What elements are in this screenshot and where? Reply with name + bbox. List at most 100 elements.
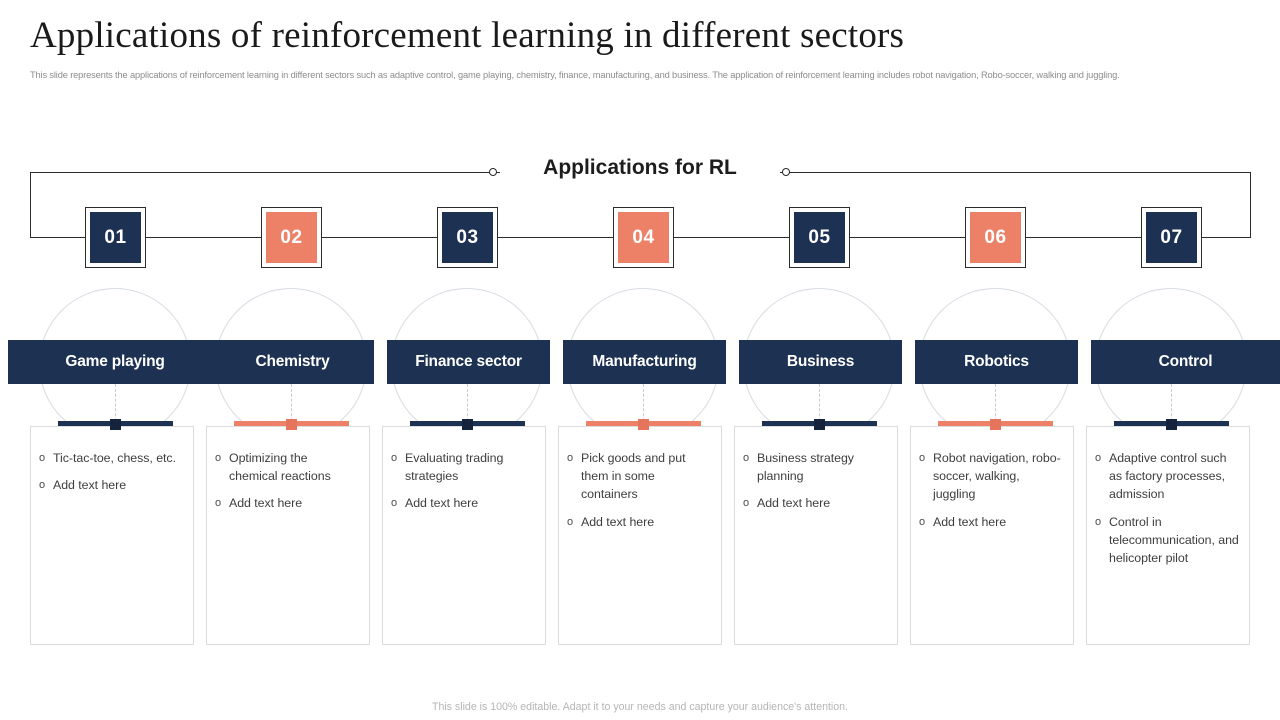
list-item: o Tic-tac-toe, chess, etc. xyxy=(39,449,183,467)
sector-label-1: Game playing xyxy=(65,353,165,370)
sector-label-3: Finance sector xyxy=(415,353,522,370)
list-item: o Add text here xyxy=(39,476,183,494)
card-accent-bar-5 xyxy=(762,419,877,430)
connector-line-6 xyxy=(995,384,996,426)
connector-line-3 xyxy=(467,384,468,426)
content-card-7[interactable]: o Adaptive control such as factory proces… xyxy=(1086,426,1250,645)
card-accent-bar-7 xyxy=(1114,419,1229,430)
bullet-marker-icon: o xyxy=(39,479,46,492)
bullet-marker-icon: o xyxy=(1095,452,1102,464)
bullet-marker-icon: o xyxy=(1095,515,1102,528)
list-item: o Optimizing the chemical reactions xyxy=(215,449,359,485)
bullet-marker-icon: o xyxy=(215,452,222,464)
sector-band-3[interactable]: Finance sector xyxy=(387,340,550,384)
step-number-box-4[interactable]: 04 xyxy=(613,207,674,268)
bullet-text: Add text here xyxy=(933,514,1007,529)
step-number-box-7[interactable]: 07 xyxy=(1141,207,1202,268)
timeline-title: Applications for RL xyxy=(543,156,737,179)
step-number-4: 04 xyxy=(618,212,669,263)
content-card-4[interactable]: o Pick goods and put them in some contain… xyxy=(558,426,722,645)
content-card-6[interactable]: o Robot navigation, robo-soccer, walking,… xyxy=(910,426,1074,645)
card-accent-node-6 xyxy=(990,419,1001,430)
sector-label-5: Business xyxy=(786,353,855,370)
card-accent-node-1 xyxy=(110,419,121,430)
bullet-text: Adaptive control such as factory process… xyxy=(1109,451,1227,502)
step-number-6: 06 xyxy=(970,212,1021,263)
timeline-endpoint-left-icon xyxy=(489,168,497,176)
connector-line-7 xyxy=(1171,384,1172,426)
sector-band-4[interactable]: Manufacturing xyxy=(563,340,726,384)
timeline-title-gap xyxy=(500,163,780,181)
list-item: o Add text here xyxy=(743,494,887,512)
bullet-text: Robot navigation, robo-soccer, walking, … xyxy=(933,451,1061,502)
sector-label-7: Control xyxy=(1158,353,1213,370)
step-number-box-5[interactable]: 05 xyxy=(789,207,850,268)
list-item: o Robot navigation, robo-soccer, walking,… xyxy=(919,449,1063,504)
bullet-text: Add text here xyxy=(229,496,303,511)
card-accent-node-7 xyxy=(1166,419,1177,430)
bullet-text: Add text here xyxy=(53,478,127,493)
bullet-text: Add text here xyxy=(405,496,479,511)
sector-band-7[interactable]: Control xyxy=(1091,340,1280,384)
page-title: Applications of reinforcement learning i… xyxy=(30,15,905,56)
step-number-box-2[interactable]: 02 xyxy=(261,207,322,268)
sector-label-4: Manufacturing xyxy=(592,353,697,370)
sector-band-5[interactable]: Business xyxy=(739,340,902,384)
card-accent-bar-6 xyxy=(938,419,1053,430)
bullet-text: Add text here xyxy=(757,496,831,511)
bullet-marker-icon: o xyxy=(391,452,398,464)
card-accent-bar-3 xyxy=(410,419,525,430)
bullet-text: Evaluating trading strategies xyxy=(405,451,504,484)
bullet-list-6: o Robot navigation, robo-soccer, walking,… xyxy=(911,427,1073,531)
bullet-text: Optimizing the chemical reactions xyxy=(229,451,331,484)
bullet-marker-icon: o xyxy=(39,452,46,464)
list-item: o Business strategy planning xyxy=(743,449,887,485)
bullet-list-4: o Pick goods and put them in some contain… xyxy=(559,427,721,531)
list-item: o Evaluating trading strategies xyxy=(391,449,535,485)
card-accent-node-5 xyxy=(814,419,825,430)
bullet-text: Tic-tac-toe, chess, etc. xyxy=(53,451,176,465)
connector-line-5 xyxy=(819,384,820,426)
bullet-marker-icon: o xyxy=(215,497,222,510)
step-number-box-1[interactable]: 01 xyxy=(85,207,146,268)
list-item: o Add text here xyxy=(391,494,535,512)
step-number-box-3[interactable]: 03 xyxy=(437,207,498,268)
timeline-endpoint-right-icon xyxy=(782,168,790,176)
step-number-2: 02 xyxy=(266,212,317,263)
bullet-marker-icon: o xyxy=(567,515,574,528)
bullet-marker-icon: o xyxy=(743,452,750,464)
bullet-marker-icon: o xyxy=(919,452,926,464)
bullet-marker-icon: o xyxy=(743,497,750,510)
step-number-5: 05 xyxy=(794,212,845,263)
connector-line-4 xyxy=(643,384,644,426)
list-item: o Adaptive control such as factory proces… xyxy=(1095,449,1239,504)
step-number-3: 03 xyxy=(442,212,493,263)
card-accent-node-4 xyxy=(638,419,649,430)
bullet-marker-icon: o xyxy=(391,497,398,510)
sector-band-6[interactable]: Robotics xyxy=(915,340,1078,384)
bullet-marker-icon: o xyxy=(567,452,574,464)
bullet-text: Business strategy planning xyxy=(757,451,854,484)
card-accent-bar-2 xyxy=(234,419,349,430)
sector-label-2: Chemistry xyxy=(255,353,330,370)
list-item: o Control in telecommunication, and helic… xyxy=(1095,513,1239,568)
sector-band-2[interactable]: Chemistry xyxy=(211,340,374,384)
step-number-1: 01 xyxy=(90,212,141,263)
step-number-7: 07 xyxy=(1146,212,1197,263)
bullet-text: Control in telecommunication, and helico… xyxy=(1109,514,1239,566)
bullet-list-7: o Adaptive control such as factory proces… xyxy=(1087,427,1249,567)
bullet-text: Pick goods and put them in some containe… xyxy=(581,451,686,502)
page-subtitle: This slide represents the applications o… xyxy=(30,70,1120,80)
step-number-box-6[interactable]: 06 xyxy=(965,207,1026,268)
list-item: o Pick goods and put them in some contain… xyxy=(567,449,711,504)
sector-band-1[interactable]: Game playing xyxy=(8,340,222,384)
